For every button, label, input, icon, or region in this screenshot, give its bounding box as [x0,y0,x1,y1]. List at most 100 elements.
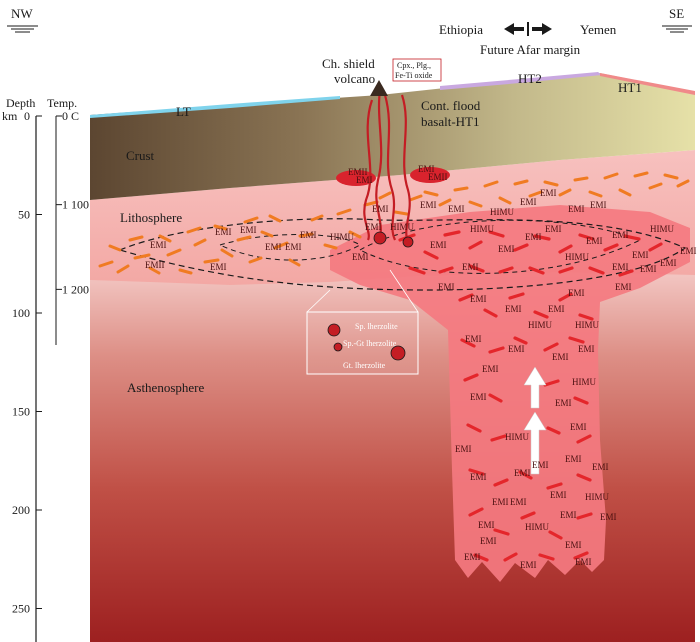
isotope-tag: EMI [464,552,481,562]
inset-gt-lherzolite: Gt. lherzolite [343,361,386,370]
isotope-tag: EMI [540,188,557,198]
isotope-tag: EMI [640,264,657,274]
melt-lens-outline [118,218,687,291]
depth-tick-label: 100 [12,306,30,320]
red-plume-streaks [398,230,663,562]
isotope-tag: EMI [470,472,487,482]
isotope-tag: EMI [560,510,577,520]
isotope-tag: EMI [660,258,677,268]
isotope-tag: EMI [525,232,542,242]
isotope-tag: EMI [575,557,592,567]
isotope-tag: EMI [552,352,569,362]
upwelling-arrows [523,366,547,475]
isotope-tag: EMI [555,398,572,408]
isotope-tag: EMI [615,282,632,292]
depth-unit: km [2,109,18,123]
upwelling-arrow-icon [523,366,547,409]
ethiopia-label: Ethiopia [439,22,483,37]
depth-axis-title: Depth [6,96,35,110]
isotope-tag: EMI [470,294,487,304]
isotope-tag: EMI [586,236,603,246]
feeder-dykes [363,89,411,243]
isotope-tag: EMI [150,240,167,250]
inner-lens-outline [218,234,361,261]
isotope-tag: EMI [565,454,582,464]
isotope-tag: EMI [356,175,373,185]
isotope-tag: EMI [478,520,495,530]
lherzolite-sources [327,323,406,361]
isotope-tag: EMI [352,252,369,262]
isotope-tag: EMI [532,460,549,470]
isotope-tag: HIMU [330,232,354,242]
isotope-tag: EMI [568,288,585,298]
isotope-tag: EMI [430,240,447,250]
isotope-tag: EMI [570,422,587,432]
isotope-tag: EMI [372,204,389,214]
isotope-tag: HIMU [525,522,549,532]
se-ground-symbol [662,25,692,33]
isotope-tag: EMI [545,224,562,234]
volcano-label-line1: Ch. shield [322,56,375,71]
isotope-tag: EMI [480,536,497,546]
depth-tick-label: 150 [12,405,30,419]
magma-chamber [336,170,376,186]
depth-tick-label: 200 [12,503,30,517]
isotope-tag: EMI [482,364,499,374]
isotope-tag: HIMU [505,432,529,442]
isotope-tag: EMI [578,344,595,354]
isotope-tag: HIMU [572,377,596,387]
temp-tick-label: 1 100 [62,198,89,212]
isotope-tag: EMI [520,560,537,570]
flood-basalt-line1: Cont. flood [421,98,481,113]
isotope-tag: EMI [600,512,617,522]
isotope-tag: HIMU [528,320,552,330]
isotope-tag: EMI [462,262,479,272]
lt-label: LT [176,104,191,119]
isotope-tag: EMI [492,497,509,507]
isotope-tag: HIMU [585,492,609,502]
magma-chamber [410,167,450,183]
isotope-tag: EMI [632,250,649,260]
isotope-tag: EMI [510,497,527,507]
isotope-tag: EMI [592,462,609,472]
compass-nw: NW [11,6,33,21]
temp-tick-label: 1 200 [62,282,89,296]
isotope-tag: HIMU [650,224,674,234]
ht2-unit [440,72,602,90]
isotope-tag: EMI [548,304,565,314]
temp-tick-label: 0 C [62,109,79,123]
mineral-line2: Fe-Ti oxide [395,71,433,80]
nw-ground-symbol [7,25,38,33]
isotope-tag: EMI [300,230,317,240]
isotope-tag: HIMU [490,207,514,217]
lt-unit [90,96,340,118]
isotope-tag: EMI [514,468,531,478]
yemen-label: Yemen [580,22,617,37]
isotope-tag: EMI [612,262,629,272]
melt-sources [373,231,414,248]
ht1-label: HT1 [618,80,642,95]
mineral-box [392,58,442,82]
isotope-tag: EMI [550,490,567,500]
isotope-tag: EMII [428,172,448,182]
isotope-tag: HIMU [565,252,589,262]
depth-tick-label: 0 [24,109,30,123]
mineral-line1: Cpx., Plg., [397,61,431,70]
isotope-tag: EMI [265,242,282,252]
isotope-tag: EMI [508,344,525,354]
volcano-label-line2: volcano [334,71,375,86]
orange-melt-streaks [98,171,690,275]
ht2-label: HT2 [518,71,542,86]
isotope-tag: EMI [285,242,302,252]
isotope-tag: EMI [565,540,582,550]
isotope-tag: EMI [210,262,227,272]
isotope-tag: EMI [568,204,585,214]
depth-tick-label: 250 [12,602,30,616]
lithosphere-label: Lithosphere [120,210,182,225]
isotope-tag: EMI [498,244,515,254]
isotope-tag: HIMU [470,224,494,234]
upwelling-arrow-icon [523,411,547,475]
